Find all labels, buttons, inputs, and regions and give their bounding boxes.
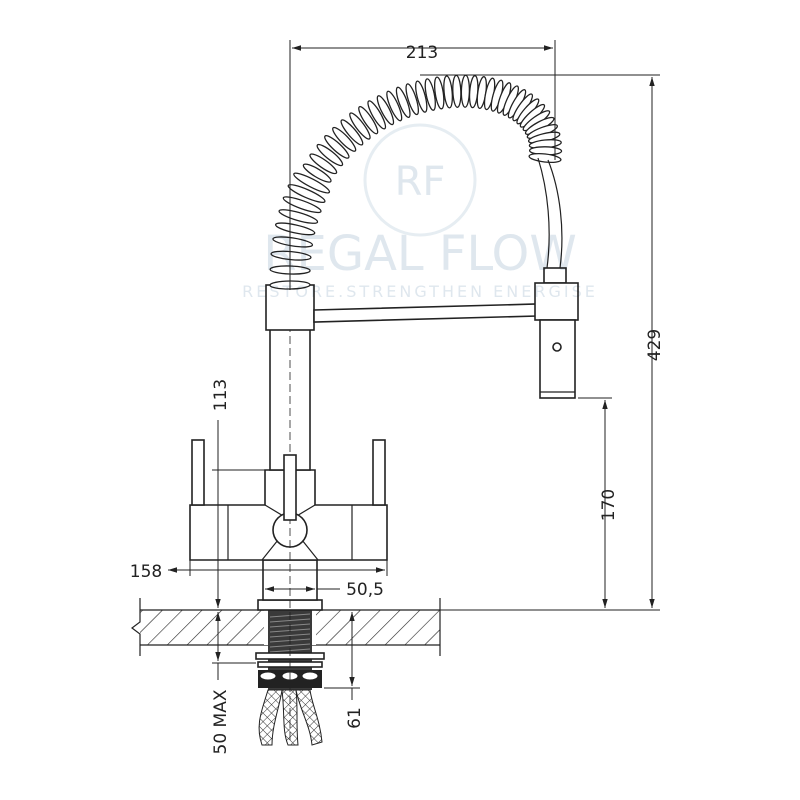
coil-ring [274, 222, 316, 236]
dim-shank-length: 61 [345, 707, 365, 729]
coil-ring [452, 74, 462, 108]
coil-ring [293, 172, 331, 194]
coil-ring [433, 76, 445, 110]
thread-line [269, 643, 311, 648]
spring-coil [269, 74, 563, 290]
coil-ring [415, 80, 428, 113]
coil-ring [367, 100, 387, 130]
coil-ring [424, 78, 436, 111]
dim-base-diameter: 50,5 [346, 580, 384, 600]
coil-ring [270, 250, 312, 261]
spout-support-arm [313, 303, 538, 323]
watermark-tagline: RESTORE.STRENGTHEN ENERGISE [242, 282, 598, 301]
dim-counter-thickness: 50 MAX [211, 689, 231, 754]
coil-ring [340, 119, 364, 146]
coil-ring [376, 95, 395, 126]
coil-ring [302, 163, 332, 183]
coil-ring [349, 112, 371, 140]
dim-body-width: 158 [130, 562, 162, 582]
handle-center [283, 454, 297, 521]
dim-spout-reach: 213 [406, 43, 438, 63]
coil-ring [358, 105, 379, 135]
handle-right [372, 439, 386, 506]
coil-ring [272, 236, 314, 248]
thread-line [269, 618, 311, 623]
coil-ring [278, 209, 319, 224]
dim-handle-height: 113 [211, 379, 231, 411]
watermark-logo: RF REGAL FLOW RESTORE.STRENGTHEN ENERGIS… [242, 123, 598, 301]
watermark-brand: REGAL FLOW [263, 226, 577, 282]
coil-ring [460, 74, 471, 108]
coil-ring [405, 83, 420, 116]
coil-ring [287, 184, 326, 204]
coil-ring [282, 196, 322, 214]
coil-ring [332, 126, 357, 152]
handle-left [191, 439, 205, 506]
coil-ring [316, 143, 344, 167]
watermark-monogram: RF [395, 159, 446, 205]
thread-line [269, 633, 311, 638]
coil-ring [443, 75, 454, 109]
coil-ring [386, 90, 403, 122]
dim-spray-height: 170 [599, 489, 619, 521]
dimension-lines [168, 40, 660, 700]
coil-ring [528, 152, 562, 164]
dim-total-height: 429 [645, 329, 665, 361]
coil-ring [309, 153, 338, 175]
spray-head [534, 157, 579, 399]
coil-ring [395, 86, 411, 119]
coil-ring [324, 135, 350, 159]
